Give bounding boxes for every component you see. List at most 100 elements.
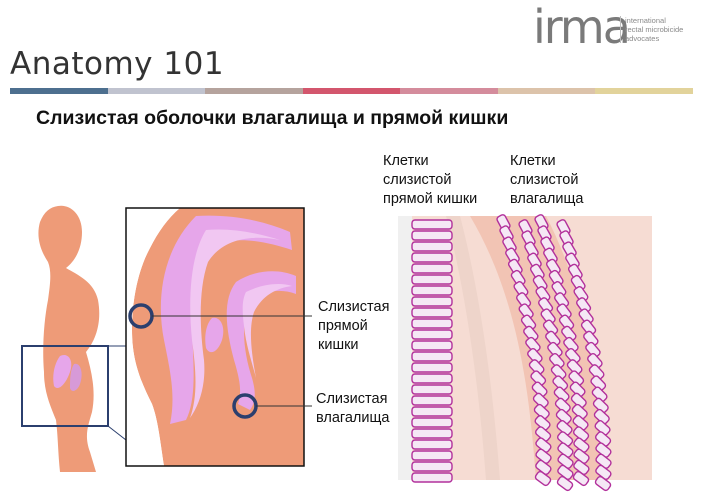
cell — [571, 403, 588, 420]
label-rectal-mucosa: Слизистая прямой кишки — [318, 298, 389, 355]
color-stripe — [10, 88, 694, 94]
label-rectal-mucosa-line-1: Слизистая — [318, 299, 390, 315]
cell — [411, 241, 453, 252]
slide-title: Слизистая оболочки влагалища и прямой ки… — [36, 107, 509, 129]
cell — [593, 408, 610, 425]
cell — [411, 428, 453, 439]
label-vaginal-cells-line-3: влагалища — [510, 191, 584, 207]
label-vaginal-mucosa-line-1: Слизистая — [316, 391, 388, 407]
cell — [411, 219, 453, 230]
cell — [411, 351, 453, 362]
cell — [525, 336, 541, 354]
cell — [565, 348, 581, 365]
cell — [592, 397, 609, 414]
cell — [590, 375, 607, 392]
cell — [411, 439, 453, 450]
cell — [569, 381, 586, 398]
label-vaginal-mucosa: Слизистая влагалища — [316, 390, 389, 428]
label-vaginal-cells-line-2: слизистой — [510, 172, 579, 188]
logo-sub-line-3: advocates — [625, 34, 660, 43]
logo-subtitle: international rectal microbicide advocat… — [620, 16, 705, 43]
cell — [411, 362, 453, 373]
cell — [533, 403, 550, 420]
locator-line-bottom — [107, 425, 127, 441]
cell — [570, 392, 587, 409]
cell — [552, 375, 569, 392]
cell — [411, 296, 453, 307]
stripe-segment — [107, 88, 206, 94]
cell — [572, 470, 590, 487]
cell — [411, 417, 453, 428]
cell — [587, 353, 603, 370]
cell — [556, 475, 574, 492]
cell — [566, 359, 583, 376]
cell — [411, 395, 453, 406]
stripe-segment — [10, 88, 108, 94]
body-silhouette — [38, 205, 100, 473]
label-rectal-cells: Клетки слизистой прямой кишки — [383, 152, 477, 209]
label-rectal-cells-line-1: Клетки — [383, 153, 429, 169]
label-vaginal-mucosa-line-2: влагалища — [316, 410, 390, 426]
body-mucosa-hint-2 — [70, 363, 82, 391]
cell — [411, 406, 453, 417]
cell — [583, 330, 599, 347]
cell — [411, 274, 453, 285]
label-vaginal-cells-line-1: Клетки — [510, 153, 556, 169]
cell — [527, 348, 543, 365]
cell — [588, 364, 605, 381]
cell — [568, 370, 585, 387]
cell — [534, 470, 552, 487]
cell — [531, 381, 548, 398]
cell — [591, 386, 608, 403]
cell — [563, 336, 579, 354]
cell — [585, 341, 601, 359]
stripe-segment — [205, 88, 303, 94]
cell — [411, 384, 453, 395]
cell — [561, 325, 577, 342]
cell — [528, 359, 545, 376]
cell — [411, 461, 453, 472]
cell — [523, 325, 539, 342]
stripe-segment — [595, 88, 694, 94]
cell — [411, 329, 453, 340]
cell — [411, 318, 453, 329]
cell — [411, 373, 453, 384]
label-rectal-cells-line-2: слизистой — [383, 172, 452, 188]
body-mucosa-hint — [53, 354, 72, 389]
cell — [550, 364, 567, 381]
cell — [594, 475, 612, 492]
vaginal-mucosa-cells — [496, 214, 612, 492]
rectal-lumen — [398, 216, 412, 480]
cell — [411, 252, 453, 263]
zoom-panel — [125, 207, 305, 467]
cell — [555, 408, 572, 425]
cell — [530, 370, 547, 387]
irma-logo: irma — [533, 0, 631, 54]
label-rectal-mucosa-line-2: прямой — [318, 318, 368, 334]
stripe-segment — [302, 88, 401, 94]
label-rectal-cells-line-3: прямой кишки — [383, 191, 478, 207]
stripe-segment — [400, 88, 498, 94]
cell — [411, 307, 453, 318]
cell — [411, 230, 453, 241]
brand-title: Anatomy 101 — [10, 46, 225, 82]
stripe-segment — [497, 88, 596, 94]
vaginal-lumen-shadow — [446, 216, 500, 480]
locator-frame — [21, 345, 109, 427]
label-vaginal-cells: Клетки слизистой влагалища — [510, 152, 583, 209]
cell — [411, 285, 453, 296]
cell — [554, 397, 571, 414]
rectal-mucosa-cells — [411, 219, 453, 483]
cell — [411, 263, 453, 274]
cell — [547, 341, 563, 359]
cell — [411, 450, 453, 461]
cell — [411, 340, 453, 351]
logo-sub-line-1: international — [625, 16, 666, 25]
cell — [549, 353, 565, 370]
cell — [411, 472, 453, 483]
cell — [545, 330, 561, 347]
cell — [532, 392, 549, 409]
logo-sub-line-2: rectal microbicide — [625, 25, 684, 34]
cell — [553, 386, 570, 403]
